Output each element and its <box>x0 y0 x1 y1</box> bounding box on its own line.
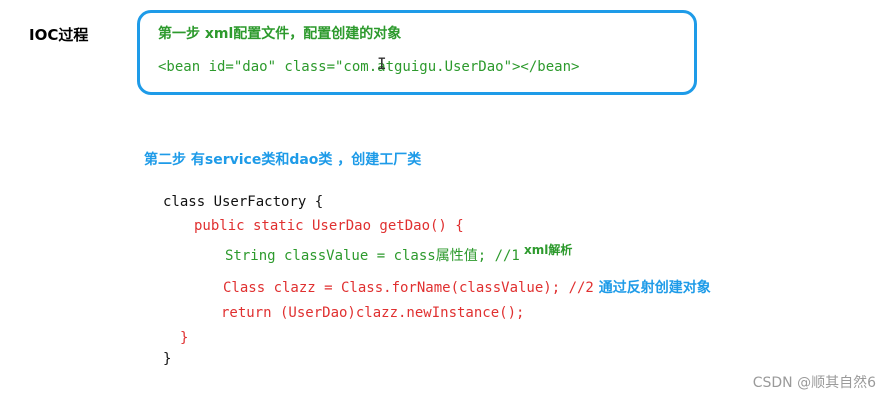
code-line-for-name: Class clazz = Class.forName(classValue);… <box>223 277 711 297</box>
step1-heading: 第一步 xml配置文件，配置创建的对象 <box>158 26 402 42</box>
code-line-class-value: String classValue = class属性值; //1 xml解析 <box>225 243 573 265</box>
code-line-method-declaration: public static UserDao getDao() { <box>194 218 464 234</box>
page-title: IOC过程 <box>29 26 89 44</box>
step1-box: 第一步 xml配置文件，配置创建的对象 <bean id="dao" class… <box>137 10 697 95</box>
watermark: CSDN @顺其自然6 <box>752 375 876 391</box>
code-line-for-name-comment: 通过反射创建对象 <box>593 280 711 296</box>
text-cursor-icon: I <box>377 54 387 73</box>
code-line-for-name-code: Class clazz = Class.forName(classValue);… <box>223 280 594 296</box>
code-line-class-value-code: String classValue = class属性值; //1 <box>225 248 520 264</box>
code-line-return: return (UserDao)clazz.newInstance(); <box>221 305 525 321</box>
code-line-method-close-brace: } <box>180 330 189 346</box>
code-line-class-value-comment: xml解析 <box>519 243 573 257</box>
code-line-class-declaration: class UserFactory { <box>163 194 324 210</box>
code-line-class-close-brace: } <box>163 351 172 367</box>
step1-bean-code: <bean id="dao" class="com.atguigu.UserDa… <box>158 59 580 75</box>
step2-heading: 第二步 有service类和dao类 ，创建工厂类 <box>144 152 422 168</box>
